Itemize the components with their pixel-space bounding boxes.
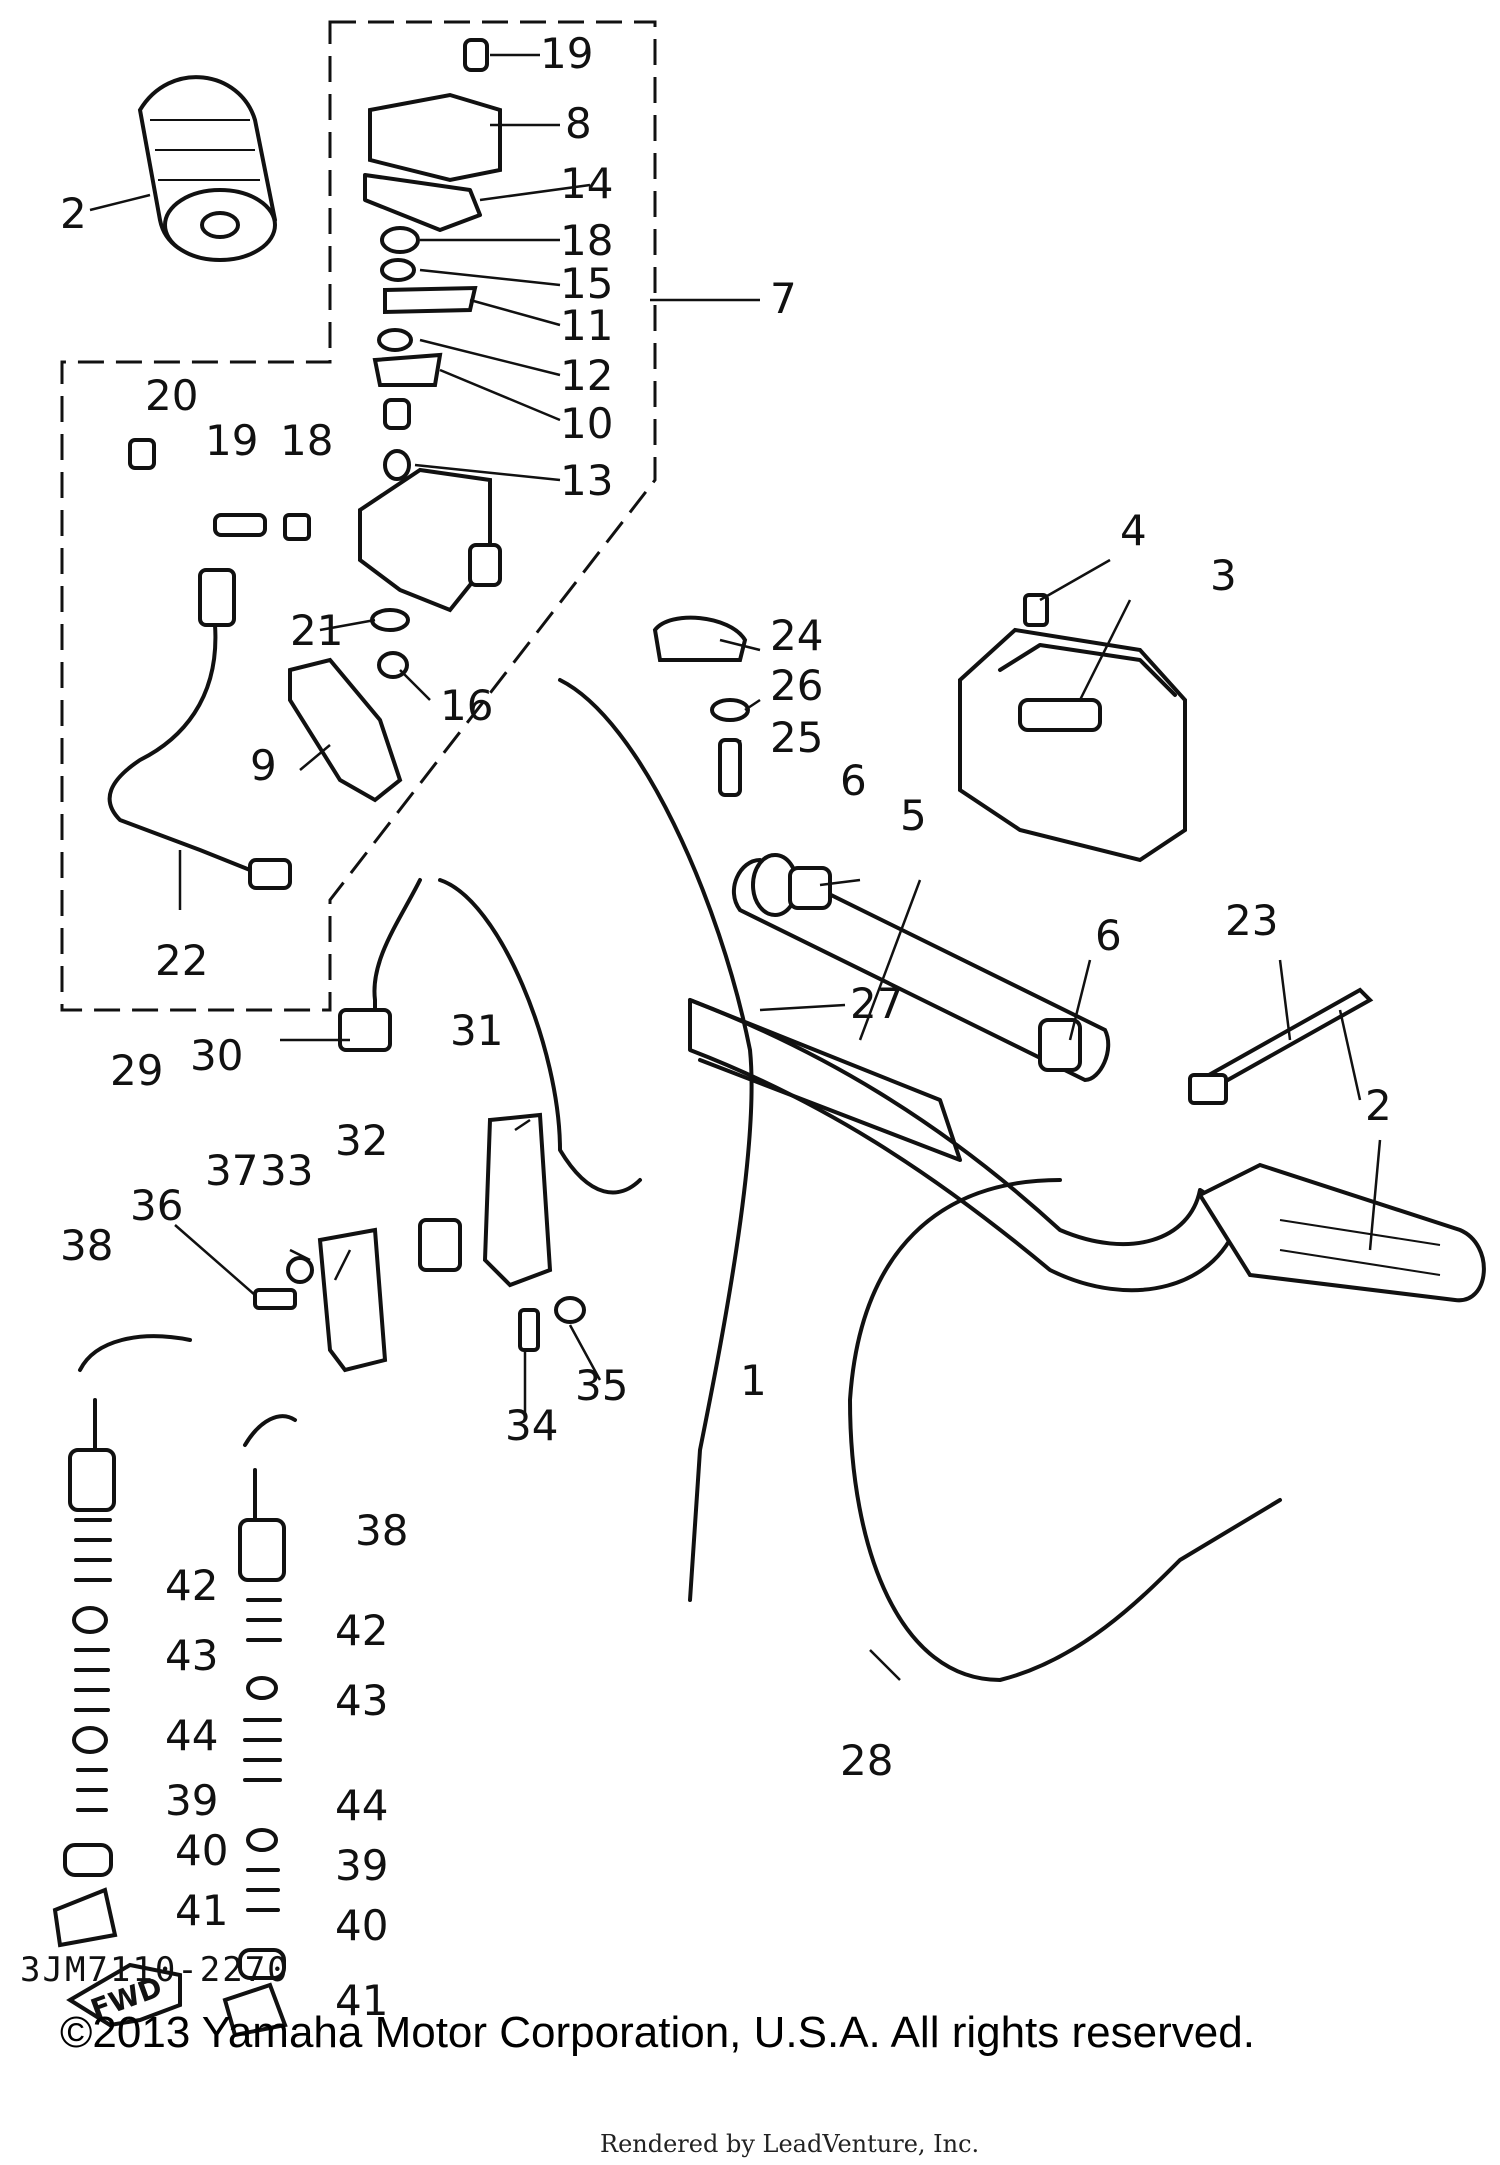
callout-43-right: 43	[335, 1676, 388, 1725]
callout-38-left: 38	[60, 1221, 113, 1270]
callout-4: 4	[1120, 506, 1147, 555]
callout-37: 37	[205, 1146, 258, 1195]
throttle-cover	[958, 627, 1187, 863]
copyright-notice: ©2013 Yamaha Motor Corporation, U.S.A. A…	[60, 2008, 1255, 2057]
callout-15: 15	[560, 259, 613, 308]
callout-41-left: 41	[175, 1886, 228, 1935]
connector-32	[418, 1218, 462, 1272]
leader-lines	[89, 53, 1382, 1681]
throttle-cable-27	[558, 678, 754, 1602]
callout-33: 33	[260, 1146, 313, 1195]
callout-16: 16	[440, 681, 493, 730]
callout-labels: 19 8 14 18 15 11 12 10 13 7 2 20 19 18 2…	[60, 29, 1392, 2025]
washer-37	[286, 1256, 314, 1284]
callout-2-right: 2	[1365, 1081, 1392, 1130]
callout-23: 23	[1225, 896, 1278, 945]
screw-4	[1023, 593, 1049, 627]
screw-34	[518, 1308, 540, 1352]
right-spring-stack	[222, 1518, 288, 2038]
washer-35	[554, 1296, 586, 1324]
switch-31	[482, 1112, 553, 1288]
callout-6-top: 6	[840, 756, 867, 805]
callout-38-right: 38	[355, 1506, 408, 1555]
callout-21: 21	[290, 606, 343, 655]
callout-24: 24	[770, 611, 823, 660]
callout-18: 18	[280, 416, 333, 465]
callout-39-left: 39	[165, 1776, 218, 1825]
hose-38-left	[78, 1334, 192, 1462]
callout-41-right: 41	[335, 1976, 388, 2025]
callout-26: 26	[770, 661, 823, 710]
callout-10: 10	[560, 399, 613, 448]
callout-8: 8	[565, 99, 592, 148]
brake-cable-28	[848, 1178, 1282, 1682]
callout-36: 36	[130, 1181, 183, 1230]
hose-38-right	[243, 1414, 297, 1522]
clamp-24	[652, 615, 748, 662]
left-spring-stack	[52, 1448, 118, 1948]
washer-21	[370, 608, 410, 632]
bracket-33	[317, 1227, 388, 1373]
washer-stack	[372, 226, 478, 481]
callout-19-top: 19	[540, 29, 593, 78]
callout-44-right: 44	[335, 1781, 388, 1830]
callout-1: 1	[740, 1356, 767, 1405]
callout-30: 30	[190, 1031, 243, 1080]
callout-9: 9	[250, 741, 277, 790]
screw-19-top	[463, 38, 489, 72]
nut-18	[283, 513, 311, 541]
cable-30	[372, 878, 642, 1195]
rendered-by-notice: Rendered by LeadVenture, Inc.	[600, 2130, 980, 2158]
callout-14: 14	[560, 159, 613, 208]
throttle-lever	[288, 657, 403, 803]
callout-5: 5	[900, 791, 927, 840]
stop-switch-wire	[107, 438, 292, 890]
assembly-boundary	[60, 20, 657, 1012]
callout-22: 22	[155, 936, 208, 985]
callout-43-left: 43	[165, 1631, 218, 1680]
callout-11: 11	[560, 301, 613, 350]
grip-tube	[732, 853, 1111, 1083]
callout-39-right: 39	[335, 1841, 388, 1890]
callout-3: 3	[1210, 551, 1237, 600]
handlebar	[688, 998, 1242, 1293]
callout-34: 34	[505, 1401, 558, 1450]
callout-2-top: 2	[60, 189, 87, 238]
left-grip	[137, 75, 278, 262]
screw-36	[253, 1288, 297, 1310]
screw-19-left	[213, 513, 267, 537]
callout-27: 27	[850, 979, 903, 1028]
callout-29: 29	[110, 1046, 163, 1095]
callout-44-left: 44	[165, 1711, 218, 1760]
callout-19-left: 19	[205, 416, 258, 465]
callout-20: 20	[145, 371, 198, 420]
callout-31: 31	[450, 1006, 503, 1055]
callout-28: 28	[840, 1736, 893, 1785]
diagram-code: 3JM7110-2270	[20, 1950, 290, 1990]
callout-25: 25	[770, 713, 823, 762]
connector-30	[338, 1008, 392, 1052]
right-grip	[1197, 1162, 1486, 1303]
callout-40-right: 40	[335, 1901, 388, 1950]
throttle-housing	[358, 467, 502, 613]
callout-12: 12	[560, 351, 613, 400]
callout-17: 18	[560, 216, 613, 265]
callout-32: 32	[335, 1116, 388, 1165]
callout-6-right: 6	[1095, 911, 1122, 960]
bolt-25	[718, 738, 742, 797]
housing-cover	[363, 92, 502, 232]
callout-7: 7	[770, 274, 797, 323]
callout-42-left: 42	[165, 1561, 218, 1610]
tie-strap	[1188, 987, 1374, 1105]
callout-40-left: 40	[175, 1826, 228, 1875]
callout-42-right: 42	[335, 1606, 388, 1655]
callout-35: 35	[575, 1361, 628, 1410]
washer-26	[710, 698, 750, 722]
callout-13: 13	[560, 456, 613, 505]
